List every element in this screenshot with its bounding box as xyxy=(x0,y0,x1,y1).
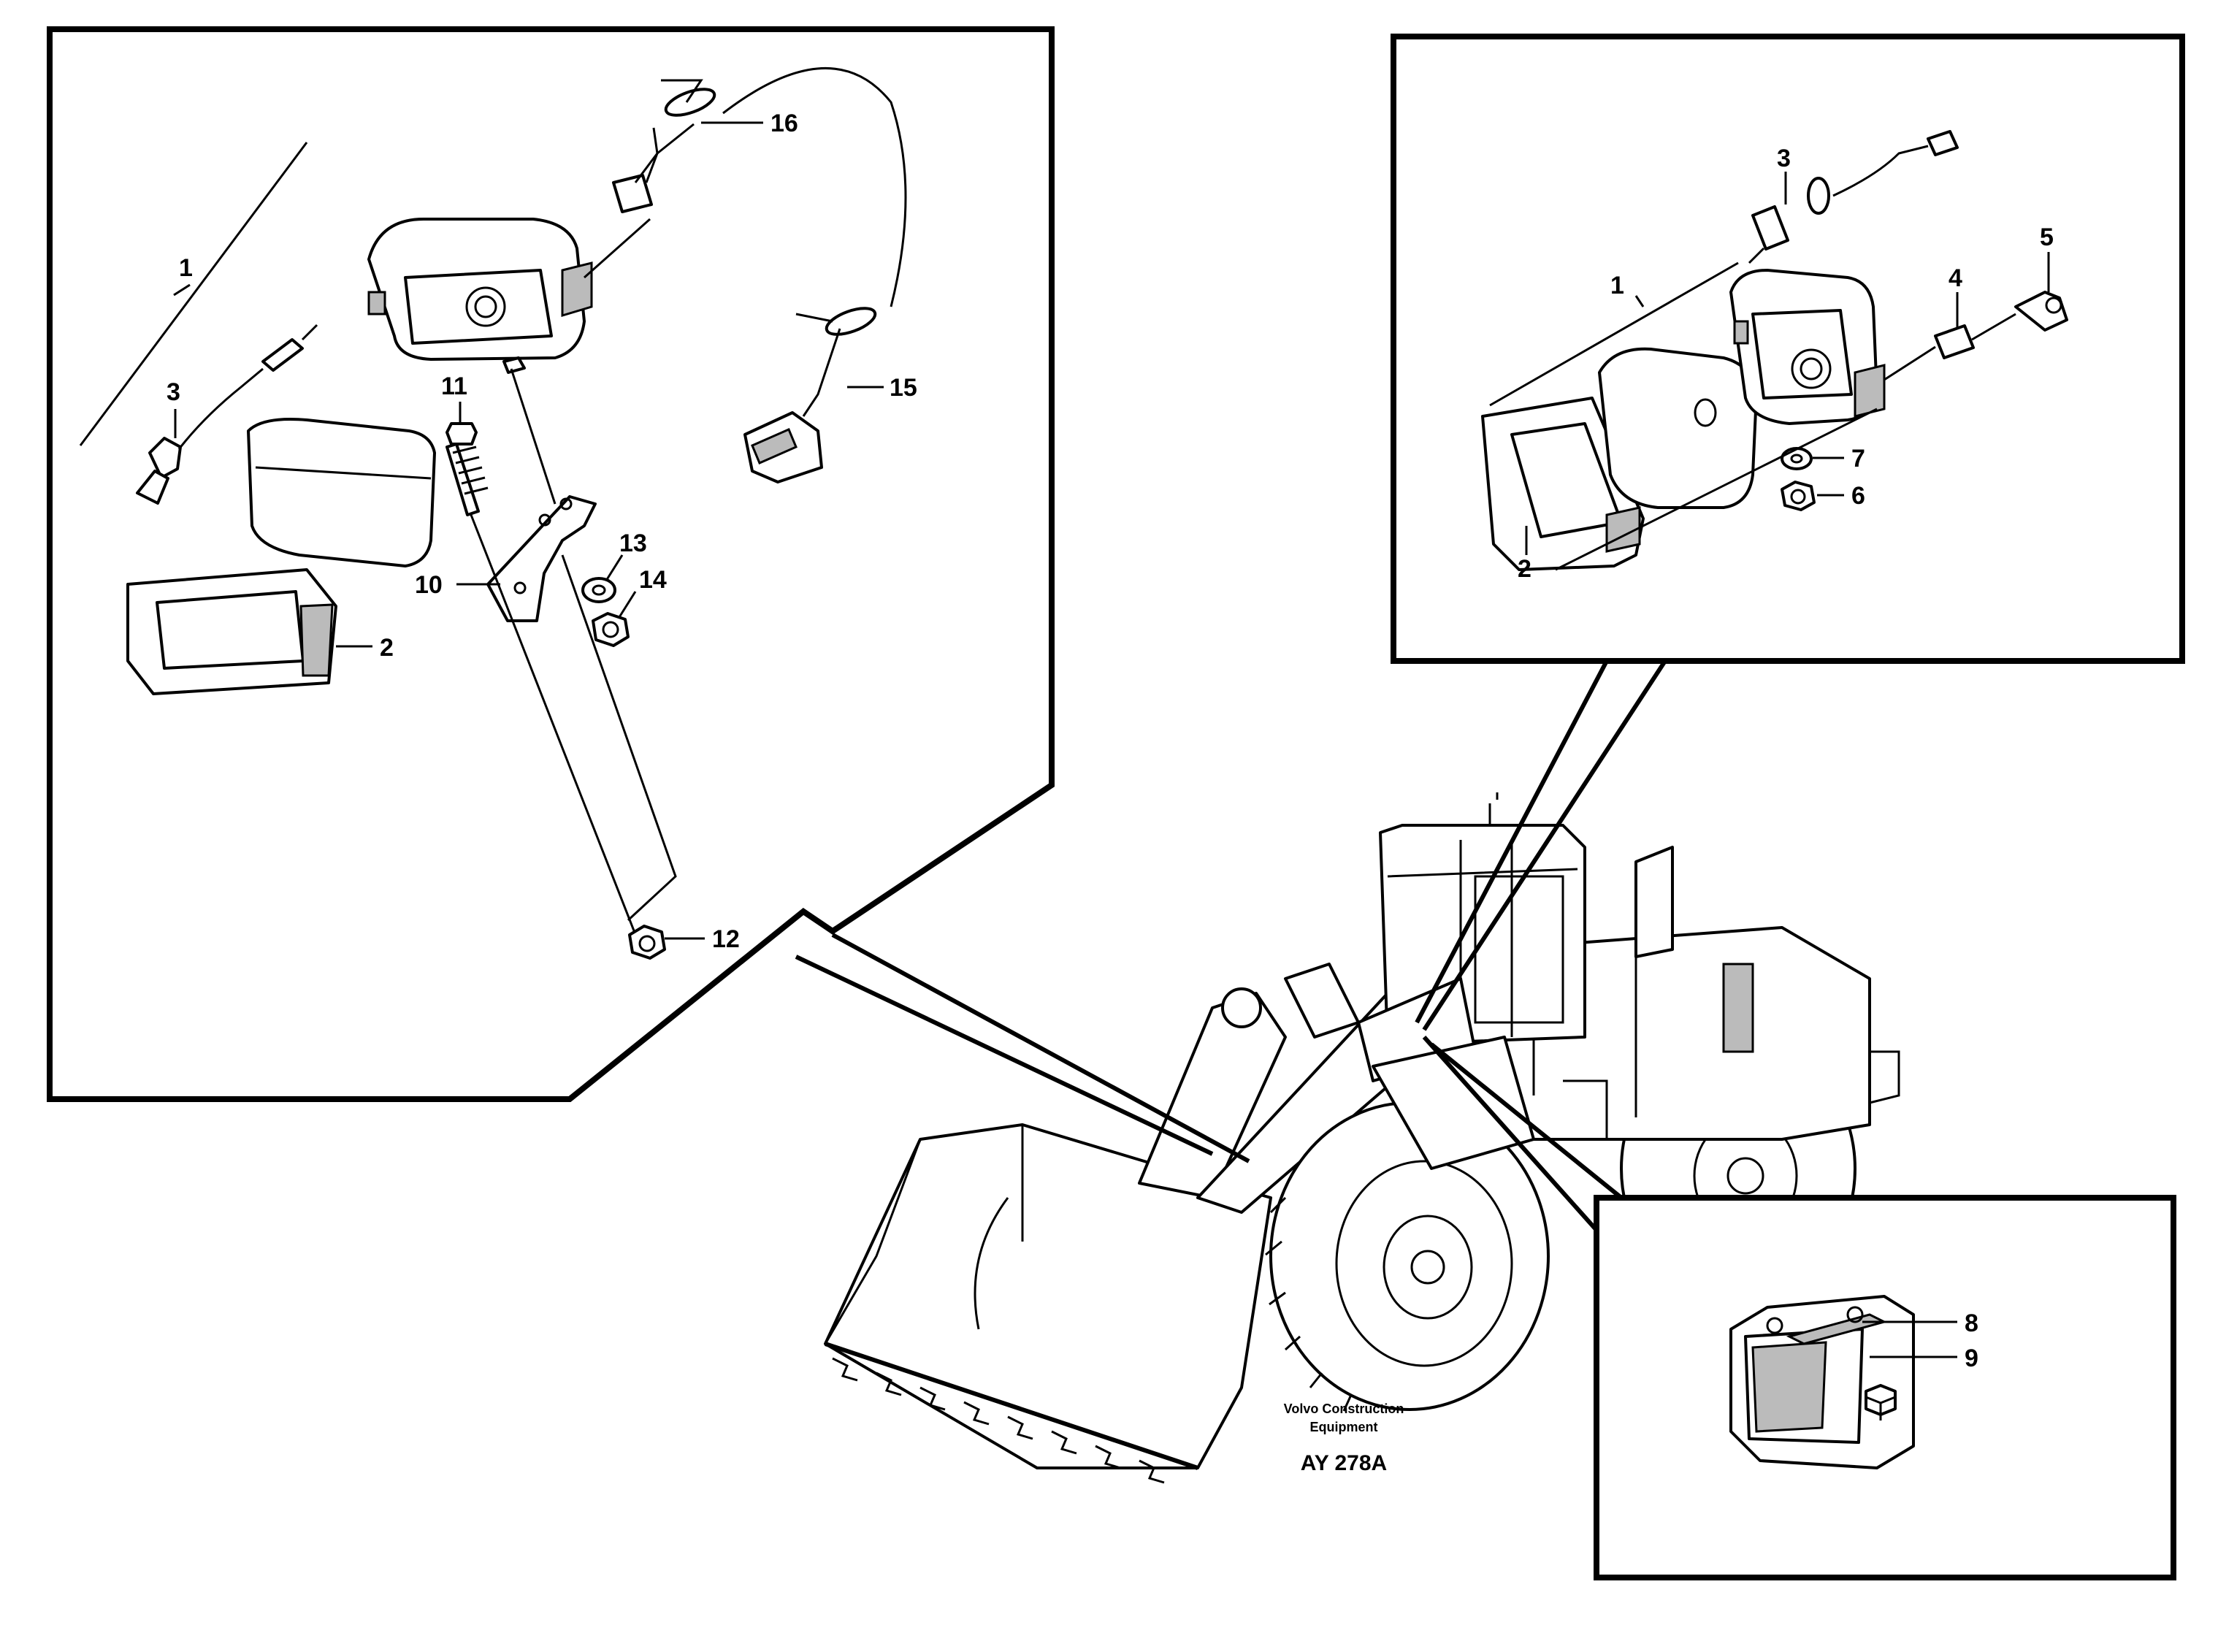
svg-text:6: 6 xyxy=(1851,482,1865,510)
svg-text:3: 3 xyxy=(167,378,180,406)
svg-text:9: 9 xyxy=(1965,1345,1978,1372)
svg-text:8: 8 xyxy=(1965,1309,1978,1337)
loader-bucket xyxy=(824,1123,1272,1484)
figure-code: AY 278A xyxy=(1301,1451,1387,1475)
callout-label-16: 16 xyxy=(701,110,798,137)
callout-label-10: 10 xyxy=(415,571,500,599)
callout-label-13: 13 xyxy=(605,529,647,581)
svg-text:15: 15 xyxy=(890,374,917,402)
svg-text:16: 16 xyxy=(770,110,798,137)
detail-frame-top-right: 1 2 3 4 5 6 7 xyxy=(1391,34,2185,664)
bulb-part xyxy=(136,324,318,505)
svg-text:4: 4 xyxy=(1949,264,1962,292)
svg-text:13: 13 xyxy=(619,529,647,557)
callout-label-12: 12 xyxy=(665,925,740,953)
callout-label-14: 14 xyxy=(618,566,667,618)
svg-text:11: 11 xyxy=(441,372,467,400)
svg-text:14: 14 xyxy=(639,566,667,594)
tr-connector-part xyxy=(1884,313,2016,381)
lamp-bezel-part xyxy=(126,568,337,695)
tr-callout-label-7: 7 xyxy=(1813,445,1865,473)
svg-text:5: 5 xyxy=(2040,223,2054,251)
brand-line-2: Equipment xyxy=(1310,1420,1378,1434)
tr-plug-part xyxy=(2014,291,2068,332)
lamp-lens-part xyxy=(247,418,436,567)
svg-text:1: 1 xyxy=(1610,272,1624,299)
tr-callout-label-6: 6 xyxy=(1817,482,1865,510)
tr-lamp-housing-part xyxy=(1729,269,1886,425)
tr-nut-part xyxy=(1781,481,1816,511)
callout-label-15: 15 xyxy=(847,374,917,402)
lamp-housing-part xyxy=(367,218,593,374)
svg-text:10: 10 xyxy=(415,571,443,599)
callout-label-2: 2 xyxy=(336,634,394,662)
detail-frame-left: 1 2 3 10 11 12 13 14 xyxy=(47,26,1055,1102)
nut-part xyxy=(592,612,630,647)
tr-lamp-bezel-part xyxy=(1481,397,1645,571)
callout-label-1: 1 xyxy=(179,254,193,282)
detail-frame-bottom-right: 8 9 xyxy=(1594,1195,2176,1580)
svg-text:12: 12 xyxy=(712,925,740,953)
tr-washer-part xyxy=(1781,447,1813,470)
detail-pointer-left xyxy=(795,933,1250,1163)
svg-text:3: 3 xyxy=(1777,145,1791,172)
br-callout-label-9: 9 xyxy=(1870,1345,1978,1372)
cable-harness-part xyxy=(584,66,907,483)
bolt-part xyxy=(445,422,489,516)
br-lamp-part xyxy=(1729,1295,1915,1469)
figure-caption: Volvo Construction Equipment AY 278A xyxy=(1284,1401,1404,1475)
mounting-bracket-part xyxy=(486,495,597,622)
br-callout-label-8: 8 xyxy=(1862,1309,1978,1337)
tr-callout-label-2: 2 xyxy=(1518,526,1531,583)
detail-pointer-bottom-right xyxy=(1422,1036,1623,1243)
brand-line-1: Volvo Construction xyxy=(1284,1401,1404,1416)
callout-label-3: 3 xyxy=(167,378,180,438)
loader-front-tire xyxy=(1265,1101,1550,1412)
tr-callout-label-5: 5 xyxy=(2040,223,2054,292)
tr-callout-label-3: 3 xyxy=(1777,145,1791,204)
tr-bulb-part xyxy=(1748,130,1959,264)
washer-part xyxy=(581,577,616,603)
tr-callout-label-1: 1 xyxy=(1610,272,1624,299)
tr-lamp-lens-part xyxy=(1598,347,1758,509)
callout-label-11: 11 xyxy=(441,372,467,422)
loader-frame xyxy=(1372,1036,1636,1170)
callout-1-bracket xyxy=(79,142,308,446)
svg-text:2: 2 xyxy=(1518,555,1531,583)
svg-text:1: 1 xyxy=(179,254,193,282)
svg-text:7: 7 xyxy=(1851,445,1865,473)
detail-pointer-top-right xyxy=(1415,659,1667,1031)
tr-callout-label-4: 4 xyxy=(1949,264,1962,327)
svg-text:2: 2 xyxy=(380,634,394,662)
lower-nut-part xyxy=(628,925,666,960)
